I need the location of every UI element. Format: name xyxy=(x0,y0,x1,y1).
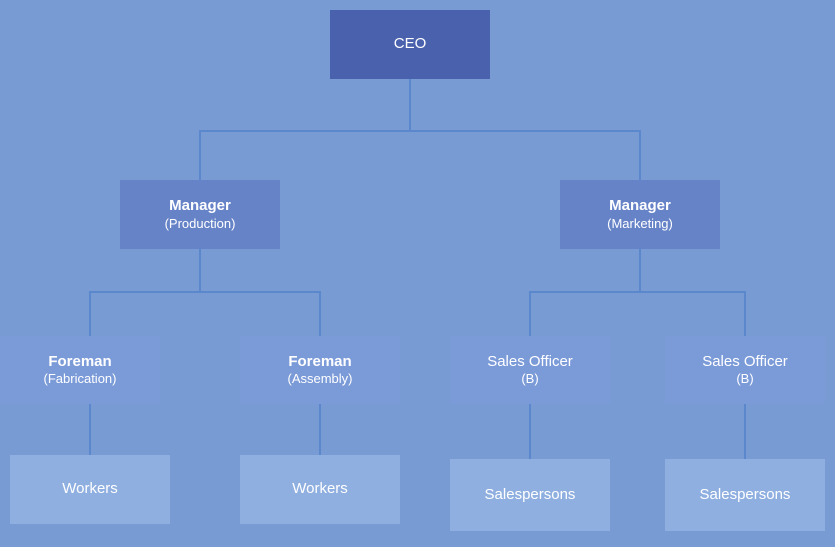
node-foreman-assembly-subtitle: (Assembly) xyxy=(287,371,353,387)
connector-ceo-to-mgr-marketing xyxy=(639,130,641,180)
node-sales-officer-2-subtitle: (B) xyxy=(736,371,754,387)
node-salespersons-1[interactable]: Salespersons xyxy=(450,459,610,531)
node-foreman-assembly-title: Foreman xyxy=(288,352,352,370)
node-manager-production-title: Manager xyxy=(169,197,231,214)
connector-ceo-crossbar xyxy=(199,130,641,132)
connector-mgr-marketing-crossbar xyxy=(529,291,745,293)
node-manager-marketing[interactable]: Manager (Marketing) xyxy=(560,180,720,249)
connector-foreman-assembly-to-workers xyxy=(319,404,321,455)
connector-mgr-marketing-to-sales-officer-1 xyxy=(529,291,531,336)
node-workers-2[interactable]: Workers xyxy=(240,455,400,524)
node-sales-officer-2-title: Sales Officer xyxy=(702,352,788,370)
node-workers-1-title: Workers xyxy=(62,480,118,498)
connector-sales-officer-1-to-salespersons xyxy=(529,404,531,459)
connector-mgr-production-to-foreman-fabrication xyxy=(89,291,91,336)
node-ceo-title: CEO xyxy=(393,35,427,53)
node-manager-production[interactable]: Manager (Production) xyxy=(120,180,280,249)
node-salespersons-2-title: Salespersons xyxy=(699,485,791,503)
node-foreman-fabrication-subtitle: (Fabrication) xyxy=(43,371,117,387)
node-manager-marketing-title: Manager xyxy=(609,197,671,214)
node-foreman-fabrication-title: Foreman xyxy=(48,352,112,370)
node-workers-1[interactable]: Workers xyxy=(10,455,170,524)
node-manager-marketing-subtitle: (Marketing) xyxy=(607,215,673,231)
connector-ceo-to-mgr-production xyxy=(199,130,201,180)
connector-mgr-marketing-stem xyxy=(639,249,641,292)
node-manager-production-subtitle: (Production) xyxy=(164,215,236,231)
node-sales-officer-1-title: Sales Officer xyxy=(487,352,573,370)
connector-sales-officer-2-to-salespersons xyxy=(744,404,746,459)
node-salespersons-1-title: Salespersons xyxy=(484,485,576,503)
connector-mgr-production-crossbar xyxy=(89,291,321,293)
node-workers-2-title: Workers xyxy=(292,480,348,498)
node-ceo[interactable]: CEO xyxy=(330,10,490,79)
node-sales-officer-1[interactable]: Sales Officer (B) xyxy=(450,336,610,404)
connector-foreman-fabrication-to-workers xyxy=(89,404,91,455)
node-foreman-assembly[interactable]: Foreman (Assembly) xyxy=(240,336,400,404)
connector-ceo-stem xyxy=(409,79,411,131)
node-foreman-fabrication[interactable]: Foreman (Fabrication) xyxy=(0,336,160,404)
connector-mgr-production-stem xyxy=(199,249,201,292)
node-sales-officer-2[interactable]: Sales Officer (B) xyxy=(665,336,825,404)
node-salespersons-2[interactable]: Salespersons xyxy=(665,459,825,531)
node-sales-officer-1-subtitle: (B) xyxy=(521,371,539,387)
connector-mgr-marketing-to-sales-officer-2 xyxy=(744,291,746,336)
connector-mgr-production-to-foreman-assembly xyxy=(319,291,321,336)
